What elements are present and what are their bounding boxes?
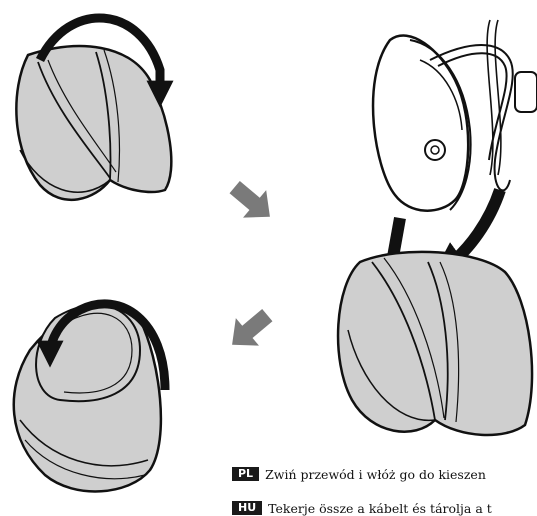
step-arrow-down-right (223, 173, 281, 230)
caption-text-pl: Zwiń przewód i włóż go do kieszen (265, 467, 486, 482)
pouch-step-1 (16, 46, 171, 200)
pouch-closed (14, 303, 161, 491)
caption-hu: HU Tekerje össze a kábelt és tárolja a t (232, 500, 492, 516)
pouch-open (338, 252, 532, 435)
caption-text-hu: Tekerje össze a kábelt és tárolja a t (268, 501, 492, 516)
step-arrow-down-left (221, 301, 279, 358)
lang-badge-pl: PL (232, 467, 259, 481)
lang-badge-hu: HU (232, 501, 262, 515)
device-with-cable (373, 20, 537, 211)
caption-pl: PL Zwiń przewód i włóż go do kieszen (232, 466, 486, 482)
